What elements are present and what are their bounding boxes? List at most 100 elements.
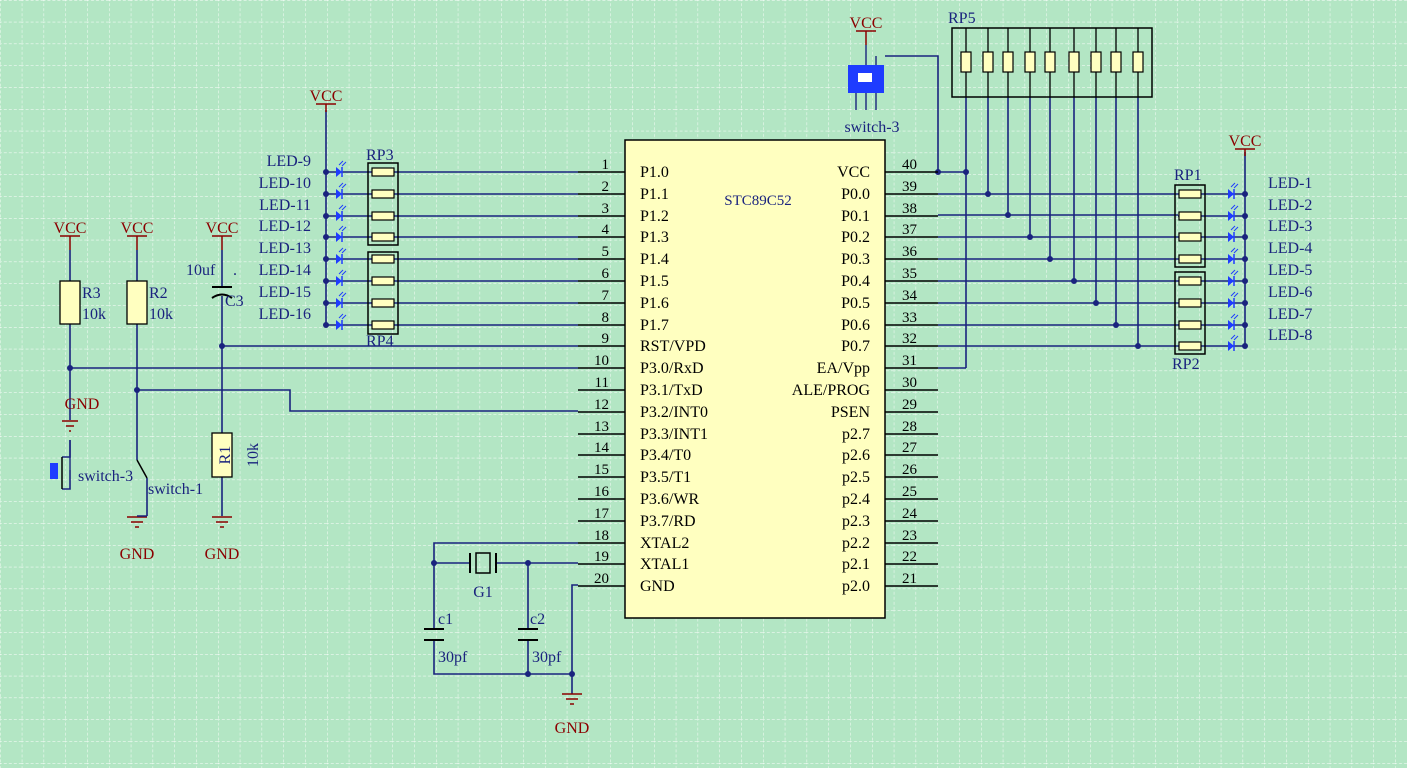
resistor-pack-cell <box>371 254 395 264</box>
chip-pin-name: P0.0 <box>841 186 870 203</box>
led-label: LED-3 <box>1268 218 1312 235</box>
chip-pin-number: 9 <box>602 331 610 347</box>
r1-label: R1 <box>217 446 234 465</box>
vcc-symbols <box>60 30 1255 250</box>
mcu-chip-body <box>624 139 886 619</box>
switch-1-contact <box>136 459 148 479</box>
resistor-pack-cell <box>1178 341 1202 351</box>
chip-pin-number: 13 <box>594 419 609 435</box>
chip-pin-number: 40 <box>902 157 917 173</box>
chip-name: STC89C52 <box>724 193 792 209</box>
chip-pin-name: P0.6 <box>841 317 870 334</box>
chip-pin-number: 11 <box>595 375 609 391</box>
junction-dot <box>67 365 73 371</box>
chip-pin-number: 19 <box>594 549 609 565</box>
chip-pin-name: P0.5 <box>841 295 870 312</box>
rp5-resistor <box>1068 51 1080 73</box>
r1-value: 10k <box>245 443 262 467</box>
led-icon <box>1228 291 1239 308</box>
chip-pin-number: 35 <box>902 266 917 282</box>
junction-dot <box>963 169 969 175</box>
chip-pin-number: 5 <box>602 244 610 260</box>
rp5-label: RP5 <box>948 10 976 27</box>
c2-value: 30pf <box>532 649 562 666</box>
switch-3-left-label: switch-3 <box>78 468 133 485</box>
junction-dot <box>1113 322 1119 328</box>
led-label: LED-13 <box>259 240 311 257</box>
led-icon <box>336 291 347 308</box>
led-label: LED-10 <box>259 175 311 192</box>
junction-dot <box>1005 212 1011 218</box>
resistor-pack-cell <box>371 320 395 330</box>
junction-dot <box>1242 278 1248 284</box>
junction-dot <box>1242 322 1248 328</box>
crystal-label: G1 <box>473 584 493 601</box>
chip-pin-number: 12 <box>594 397 609 413</box>
rp3-package <box>367 162 399 246</box>
led-icon <box>1228 182 1239 199</box>
gnd-label-r1: GND <box>205 546 240 563</box>
chip-pin-number: 27 <box>902 440 918 456</box>
rp5-resistor-pack <box>951 27 1153 98</box>
c1-value: 30pf <box>438 649 468 666</box>
chip-pin-name: p2.7 <box>842 426 870 443</box>
chip-pin-name: P0.7 <box>841 338 870 355</box>
switch-1-label: switch-1 <box>148 481 203 498</box>
c3-polarity-mark: . <box>233 262 237 279</box>
led-label: LED-16 <box>259 306 311 323</box>
junction-dot <box>431 560 437 566</box>
chip-pin-name: P0.3 <box>841 251 870 268</box>
resistor-pack-cell <box>1178 211 1202 221</box>
rp5-resistor <box>982 51 994 73</box>
chip-pin-number: 21 <box>902 571 917 587</box>
junction-dot <box>1093 300 1099 306</box>
chip-pin-number: 3 <box>602 201 610 217</box>
led-icon <box>336 160 347 177</box>
chip-pin-name: P1.2 <box>640 208 669 225</box>
led-icon <box>336 182 347 199</box>
chip-pin-name: VCC <box>837 164 870 181</box>
r1-body <box>211 432 233 478</box>
chip-pin-number: 32 <box>902 331 917 347</box>
led-icon <box>336 269 347 286</box>
r3-value: 10k <box>82 306 106 323</box>
chip-pin-number: 7 <box>602 288 610 304</box>
r2-label: R2 <box>149 285 168 302</box>
chip-pin-number: 15 <box>594 462 609 478</box>
chip-pin-name: P0.4 <box>841 273 870 290</box>
chip-pin-number: 25 <box>902 484 917 500</box>
junction-dot <box>323 213 329 219</box>
junction-dot <box>1071 278 1077 284</box>
chip-pin-name: p2.6 <box>842 447 870 464</box>
chip-pin-name: P1.1 <box>640 186 669 203</box>
junction-dot <box>219 343 225 349</box>
rp5-resistor <box>1024 51 1036 73</box>
gnd-label-r2: GND <box>120 546 155 563</box>
junction-dot <box>985 191 991 197</box>
switch-3-top-label: switch-3 <box>844 119 899 136</box>
junction-dot <box>1242 256 1248 262</box>
rp5-resistor <box>1132 51 1144 73</box>
chip-pin-name: XTAL1 <box>640 556 689 573</box>
rp4-package <box>367 251 399 335</box>
rp5-resistor <box>1110 51 1122 73</box>
chip-pin-number: 24 <box>902 506 918 522</box>
junction-dot <box>1242 343 1248 349</box>
junction-dot <box>525 560 531 566</box>
led-label: LED-9 <box>267 153 311 170</box>
chip-pin-number: 37 <box>902 222 918 238</box>
resistor-pack-cell <box>371 211 395 221</box>
chip-pin-name: p2.0 <box>842 578 870 595</box>
chip-pin-name: P1.3 <box>640 229 669 246</box>
chip-pin-number: 33 <box>902 310 917 326</box>
chip-pin-number: 10 <box>594 353 609 369</box>
junction-dot <box>323 278 329 284</box>
rp3-label: RP3 <box>366 147 394 164</box>
chip-pin-name: p2.1 <box>842 556 870 573</box>
led-icon <box>1228 225 1239 242</box>
chip-pin-number: 22 <box>902 549 917 565</box>
chip-pin-number: 8 <box>602 310 610 326</box>
chip-pin-number: 36 <box>902 244 918 260</box>
vcc-label-left-leds: VCC <box>310 88 343 105</box>
